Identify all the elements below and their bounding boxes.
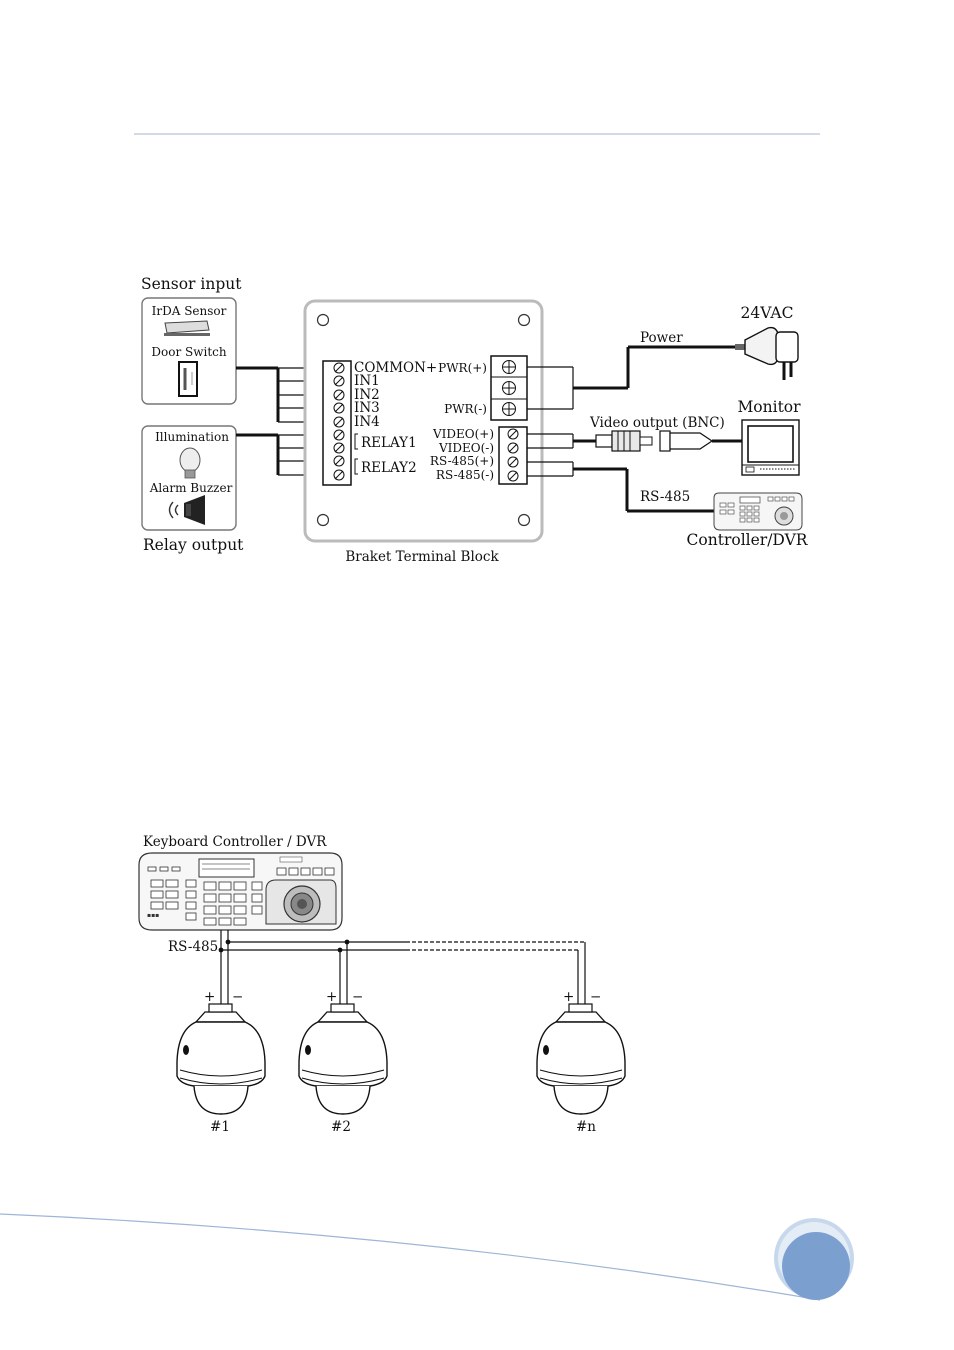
rs485-label: RS-485	[640, 489, 690, 505]
camera-n: + − #n	[536, 989, 626, 1135]
camera-2-label: #2	[331, 1119, 351, 1135]
relay1-label: RELAY1	[361, 435, 417, 451]
vac-label: 24VAC	[741, 304, 794, 322]
svg-text:▪▪▪: ▪▪▪	[147, 912, 159, 919]
wiring-diagram: Sensor input IrDA Sensor Door Switch Ill…	[141, 275, 809, 565]
irda-sensor-label: IrDA Sensor	[152, 304, 227, 318]
relay-output-label: Relay output	[143, 536, 244, 554]
rs485-plus-label: RS-485(+)	[430, 454, 494, 468]
terminal-common: COMMON+	[354, 360, 437, 376]
terminal-in1: IN1	[354, 373, 380, 389]
camera-2-plus: +	[326, 989, 337, 1005]
door-switch-icon	[178, 361, 198, 397]
controller-icon	[713, 492, 803, 531]
rs485-daisy-chain-diagram: Keyboard Controller / DVR	[138, 834, 626, 1135]
terminal-in4: IN4	[354, 414, 380, 430]
controller-label: Controller/DVR	[687, 531, 809, 549]
relay2-label: RELAY2	[361, 460, 417, 476]
video-minus-label: VIDEO(-)	[438, 441, 494, 455]
camera-n-label: #n	[576, 1119, 596, 1135]
rs485-minus-label: RS-485(-)	[436, 468, 494, 482]
camera-2-minus: −	[352, 989, 363, 1005]
bracket-plate	[303, 299, 544, 543]
video-output-label: Video output (BNC)	[589, 415, 725, 431]
dome-camera-icon	[176, 1003, 266, 1115]
camera-2: + − #2	[298, 989, 388, 1135]
bulb-icon	[179, 447, 201, 479]
camera-1-minus: −	[232, 989, 243, 1005]
pwr-minus-label: PWR(-)	[444, 402, 487, 416]
terminal-in2: IN2	[354, 387, 380, 403]
keyboard-controller-title: Keyboard Controller / DVR	[143, 834, 327, 850]
camera-1-label: #1	[210, 1119, 230, 1135]
rs485-bus-label: RS-485	[168, 939, 218, 955]
camera-1-plus: +	[204, 989, 215, 1005]
camera-1: + − #1	[176, 989, 266, 1135]
block-caption: Braket Terminal Block	[345, 549, 499, 565]
door-switch-label: Door Switch	[151, 345, 226, 359]
video-plus-label: VIDEO(+)	[432, 427, 494, 441]
illumination-label: Illumination	[155, 430, 229, 444]
left-terminal-block	[322, 360, 352, 486]
terminal-in3: IN3	[354, 400, 380, 416]
bnc-connector-icon	[595, 430, 714, 452]
dome-camera-icon	[536, 1003, 626, 1115]
keyboard-controller-icon: ▪▪▪	[138, 852, 343, 931]
power-adapter-icon	[735, 326, 799, 380]
irda-sensor-icon	[164, 320, 210, 336]
camera-n-minus: −	[590, 989, 601, 1005]
camera-n-plus: +	[563, 989, 574, 1005]
dome-camera-icon	[298, 1003, 388, 1115]
page-number-badge	[774, 1218, 854, 1300]
footer-curve	[0, 1213, 821, 1301]
monitor-label: Monitor	[737, 398, 801, 416]
power-label: Power	[640, 330, 683, 346]
alarm-buzzer-label: Alarm Buzzer	[149, 481, 233, 495]
video-rs485-terminal-block	[498, 426, 528, 485]
buzzer-icon	[168, 495, 205, 525]
pwr-plus-label: PWR(+)	[438, 361, 487, 375]
sensor-input-label: Sensor input	[141, 275, 242, 293]
power-terminal-block	[490, 355, 528, 421]
monitor-icon	[741, 419, 800, 476]
